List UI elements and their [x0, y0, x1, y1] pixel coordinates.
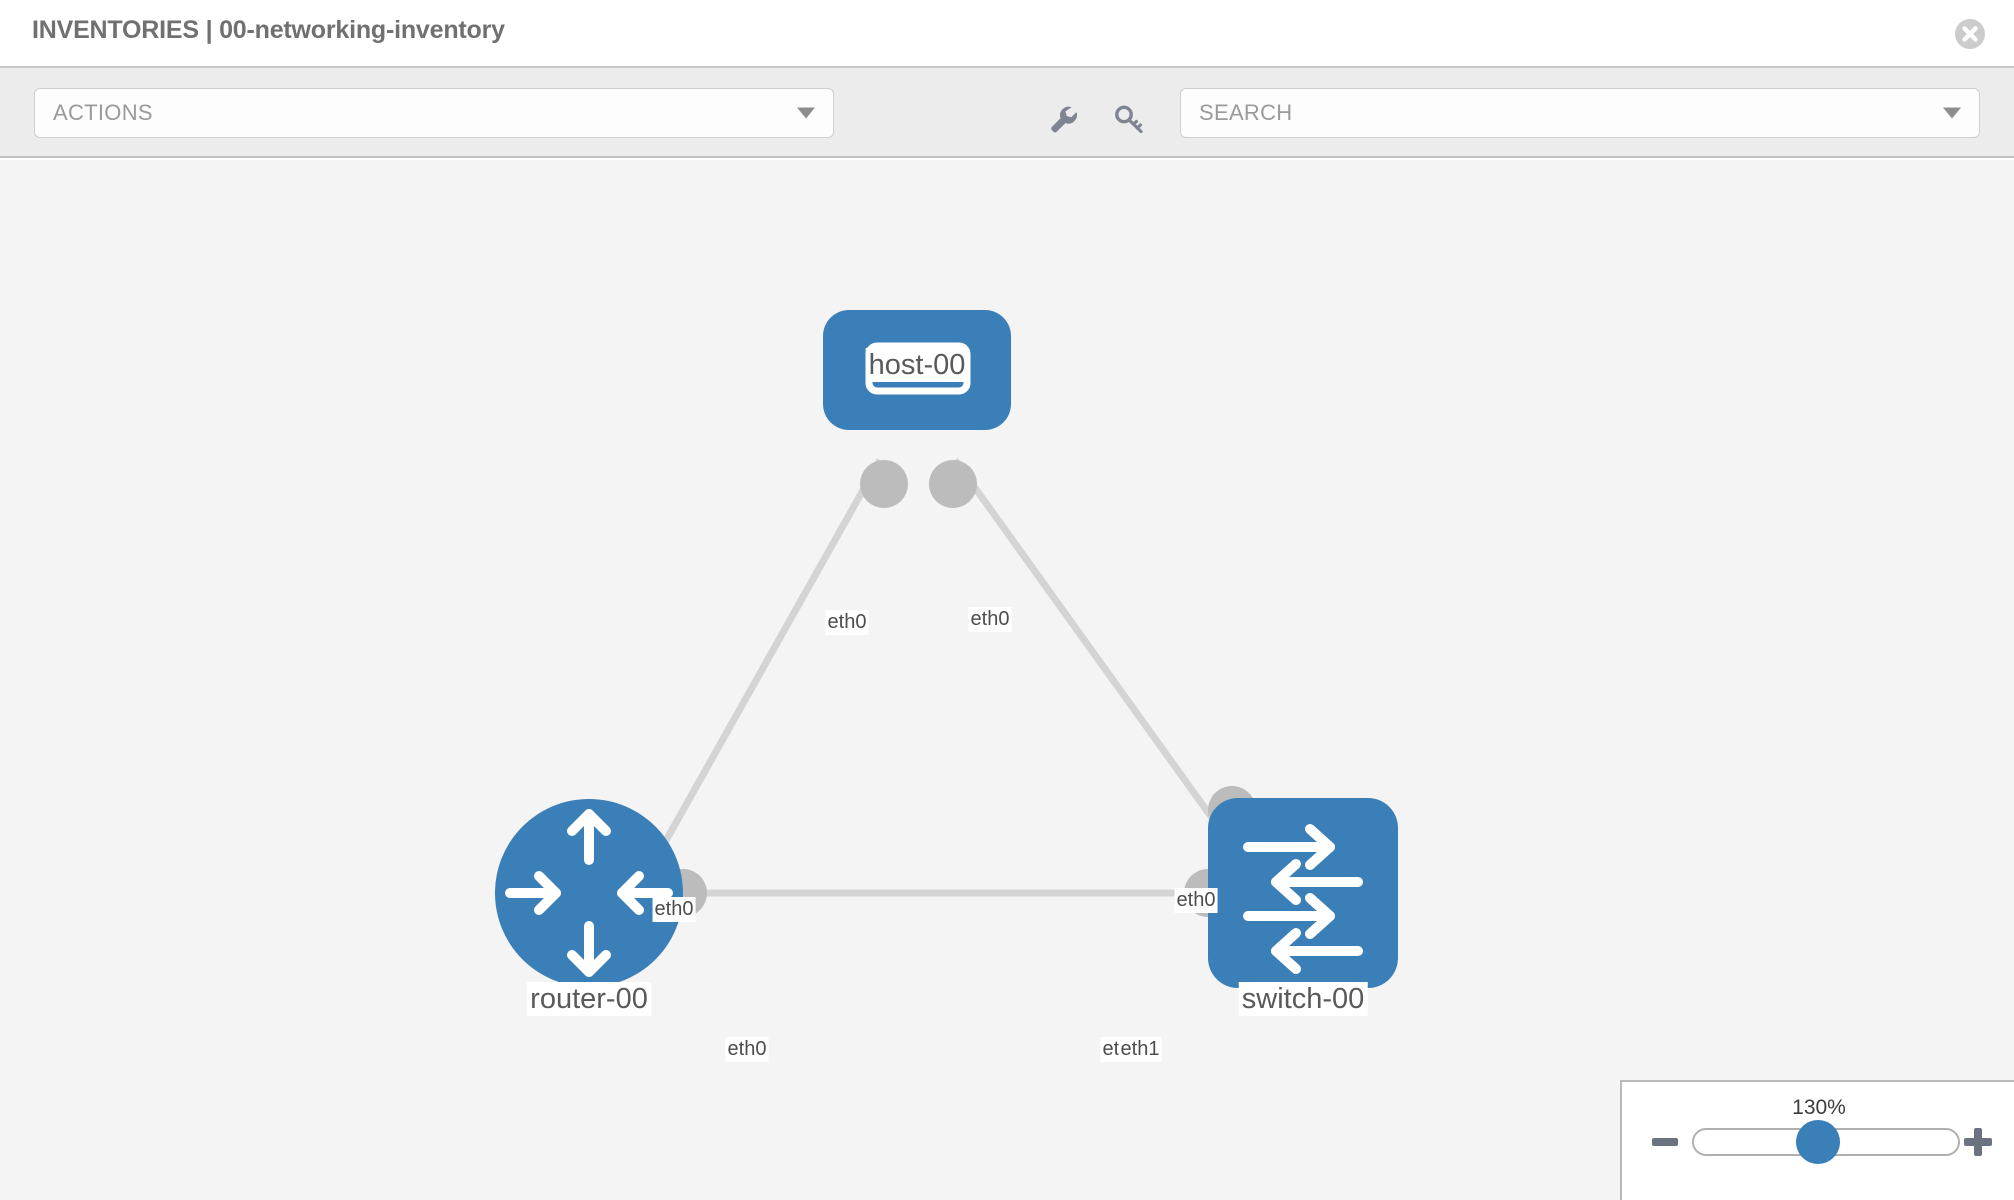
- node-label-host-00: host-00: [865, 348, 969, 382]
- connector-host-left: [860, 460, 908, 508]
- chevron-down-icon: [797, 107, 815, 119]
- toolbar: ACTIONS SEARCH: [0, 68, 2014, 158]
- search-placeholder: SEARCH: [1199, 100, 1293, 125]
- node-label-switch-00: switch-00: [1238, 982, 1368, 1016]
- link-host-router: [651, 458, 884, 862]
- topology-graph: [495, 310, 1398, 988]
- link-host-switch: [952, 457, 1238, 853]
- app-header: INVENTORIES | 00-networking-inventory: [0, 0, 2014, 68]
- zoom-control-panel: 130%: [1620, 1080, 2014, 1200]
- actions-dropdown[interactable]: ACTIONS: [34, 88, 834, 138]
- plus-icon[interactable]: [1964, 1128, 1992, 1156]
- close-icon[interactable]: [1954, 18, 1986, 50]
- switch-arrows-icon: [1243, 824, 1363, 974]
- router-arrows-icon: [505, 809, 673, 977]
- if-label-host-eth0-router: eth0: [825, 610, 869, 635]
- wrench-icon[interactable]: [1046, 102, 1080, 136]
- zoom-level-label: 130%: [1792, 1096, 1846, 1119]
- node-switch-00: [1208, 798, 1398, 988]
- search-input[interactable]: SEARCH: [1180, 88, 1980, 138]
- minus-icon[interactable]: [1652, 1138, 1678, 1146]
- node-router-00: [495, 799, 683, 987]
- zoom-slider-thumb[interactable]: [1796, 1120, 1840, 1164]
- if-label-router-eth0-host: eth0: [652, 897, 696, 922]
- if-label-switch-eth1-router: eth1: [1118, 1037, 1162, 1062]
- node-label-router-00: router-00: [527, 982, 651, 1016]
- if-label-router-eth0-switch: eth0: [725, 1037, 769, 1062]
- page-title: INVENTORIES | 00-networking-inventory: [32, 16, 505, 44]
- if-label-switch-eth0-host: eth0: [1174, 888, 1218, 913]
- actions-dropdown-label: ACTIONS: [53, 100, 153, 125]
- topology-canvas[interactable]: host-00 router-00 switch-00 eth0 eth0 et…: [0, 160, 2014, 1200]
- connector-host-right: [929, 460, 977, 508]
- if-label-host-eth0-switch: eth0: [968, 607, 1012, 632]
- chevron-down-icon: [1943, 107, 1961, 119]
- key-icon[interactable]: [1112, 102, 1146, 136]
